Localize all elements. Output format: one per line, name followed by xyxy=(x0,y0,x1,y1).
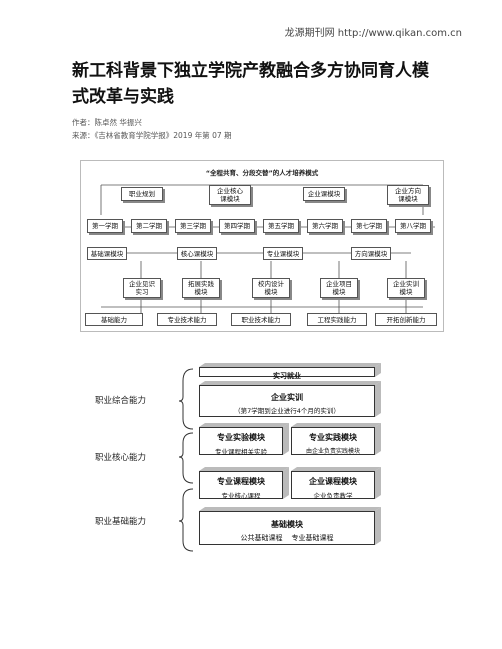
ability-innovation: 开拓创新能力 xyxy=(375,313,437,326)
training-sub: （第7学期到企业进行4个月的实训） xyxy=(234,407,340,415)
top-module-enterprise: 企业课模块 xyxy=(303,187,345,201)
ent-course-sub: 企业负责教学 xyxy=(313,492,353,500)
practice-enterprise-intern: 企业见识实习 xyxy=(123,278,161,298)
module-core: 核心课模块 xyxy=(177,247,217,260)
semester-8: 第八学期 xyxy=(395,219,431,233)
source-line: 来源：《吉林省教育学院学报》2019 年第 07 期 xyxy=(72,131,232,140)
practice-campus-design: 校内设计模块 xyxy=(252,278,290,298)
module-professional: 专业课模块 xyxy=(263,247,303,260)
authors-line: 作者：陈卓然 华振兴 xyxy=(72,118,142,127)
site-header: 龙源期刊网 http://www.qikan.com.cn xyxy=(284,28,462,39)
ability-basic: 基础能力 xyxy=(85,313,143,326)
exp-sub: 专业课程相关实验 xyxy=(215,448,267,456)
ent-course-title: 企业课程模块 xyxy=(309,477,357,486)
semester-3: 第三学期 xyxy=(175,219,211,233)
capability-layer-figure: 职业综合能力 职业核心能力 职业基础能力 实习就业 企业实训 （第7学期到企业进… xyxy=(95,355,395,555)
base-title: 基础模块 xyxy=(271,520,303,529)
practice-sub: 由企业负责实践模块 xyxy=(305,448,360,455)
base-sub: 公共基础课程 专业基础课程 xyxy=(240,534,334,542)
block-professional-experiment: 专业实验模块 专业课程相关实验 xyxy=(199,427,283,456)
top-module-core: 企业核心课模块 xyxy=(209,185,251,205)
level-basic: 职业基础能力 xyxy=(95,517,147,527)
block-enterprise-course: 企业课程模块 企业负责教学 xyxy=(291,471,375,500)
exp-title: 专业实验模块 xyxy=(217,433,265,442)
semester-2: 第二学期 xyxy=(131,219,167,233)
top-module-direction: 企业方向课模块 xyxy=(387,185,429,205)
figure1-title: “全程共育、分段交替”的人才培养模式 xyxy=(205,169,319,177)
top-module-career: 职业规划 xyxy=(121,187,163,201)
block-enterprise-training: 企业实训 （第7学期到企业进行4个月的实训） xyxy=(199,385,375,417)
level-comprehensive: 职业综合能力 xyxy=(95,396,147,406)
module-direction: 方向课模块 xyxy=(351,247,391,260)
module-basic: 基础课模块 xyxy=(87,247,127,260)
practice-title: 专业实践模块 xyxy=(309,433,357,442)
semester-5: 第五学期 xyxy=(263,219,299,233)
semester-7: 第七学期 xyxy=(351,219,387,233)
training-model-figure: “全程共育、分段交替”的人才培养模式 职业规划 企业核心课模块 企业课模块 企业… xyxy=(80,160,444,332)
ability-vocational-tech: 职业技术能力 xyxy=(231,313,291,326)
block-professional-practice: 专业实践模块 由企业负责实践模块 xyxy=(291,427,375,455)
ability-professional-tech: 专业技术能力 xyxy=(157,313,217,326)
semester-4: 第四学期 xyxy=(219,219,255,233)
course-sub: 专业核心课程 xyxy=(221,492,261,500)
practice-enterprise-training: 企业实训模块 xyxy=(387,278,425,298)
level-core: 职业核心能力 xyxy=(95,453,147,463)
article-title: 新工科背景下独立学院产教融合多方协同育人模式改革与实践 xyxy=(72,61,429,107)
block-internship: 实习就业 xyxy=(199,367,375,380)
semester-1: 第一学期 xyxy=(87,219,123,233)
figure2-brackets xyxy=(178,363,381,552)
ability-engineering: 工程实践能力 xyxy=(307,313,367,326)
block-basic: 基础模块 公共基础课程 专业基础课程 xyxy=(199,511,375,545)
internship-label: 实习就业 xyxy=(273,372,301,380)
course-title: 专业课程模块 xyxy=(217,477,265,486)
semester-6: 第六学期 xyxy=(307,219,343,233)
block-professional-course: 专业课程模块 专业核心课程 xyxy=(199,471,283,500)
practice-enterprise-project: 企业项目模块 xyxy=(320,278,358,298)
practice-expansion: 拓展实践模块 xyxy=(182,278,220,298)
training-title: 企业实训 xyxy=(271,393,303,402)
